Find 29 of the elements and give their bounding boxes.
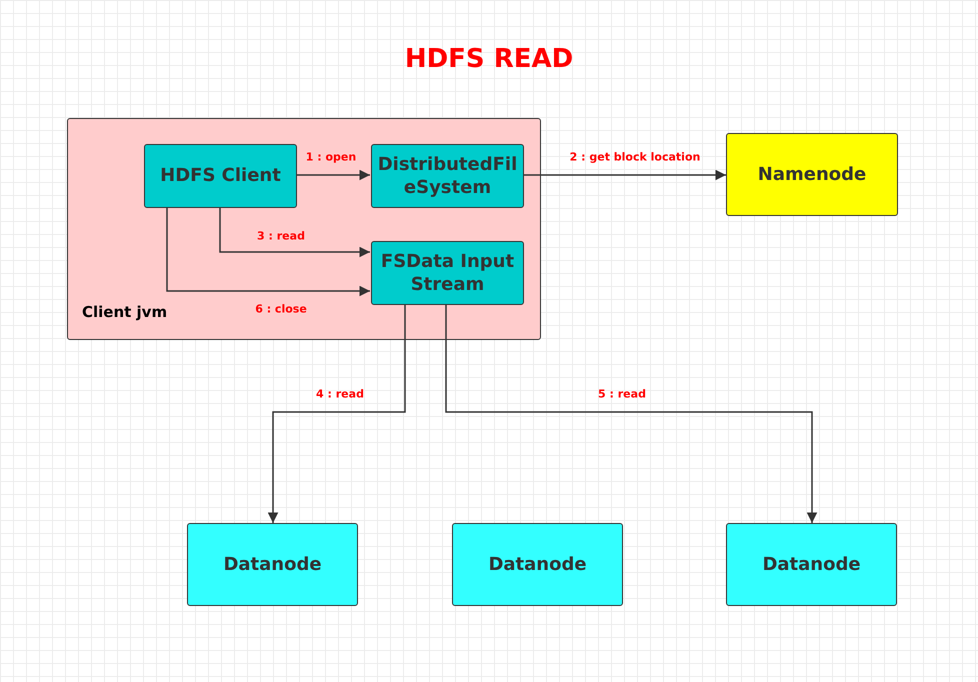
arrow xyxy=(296,170,370,180)
process-box xyxy=(452,523,623,606)
edge-label: 1 : open xyxy=(306,150,356,164)
process-box xyxy=(726,523,897,606)
edge-label: 4 : read xyxy=(316,388,364,400)
process-box xyxy=(187,523,358,606)
arrow xyxy=(523,170,726,180)
process-box xyxy=(726,133,898,216)
process-box xyxy=(371,144,524,208)
container-label: Client jvm xyxy=(82,303,168,321)
arrow xyxy=(445,304,818,523)
node-label: Datanode xyxy=(222,552,323,576)
process-box xyxy=(371,241,524,305)
node-label: Datanode xyxy=(761,552,862,576)
node-label: Datanode xyxy=(487,552,588,576)
edge-label: 3 : read xyxy=(257,230,305,242)
arrow xyxy=(219,207,370,258)
diagram-title: HDFS READ xyxy=(404,44,574,74)
arrow xyxy=(268,304,406,523)
arrow xyxy=(166,207,370,296)
edge-label: 6 : close xyxy=(255,302,307,316)
node-label: Namenode xyxy=(756,162,868,186)
node-label: DistributedFileSystem xyxy=(376,152,518,200)
node-label: HDFS Client xyxy=(159,164,282,188)
edge-label: 5 : read xyxy=(598,388,646,400)
node-label: FSData InputStream xyxy=(380,250,516,296)
process-box xyxy=(144,144,297,208)
container-box xyxy=(67,118,541,340)
edge-label: 2 : get block location xyxy=(570,150,700,164)
